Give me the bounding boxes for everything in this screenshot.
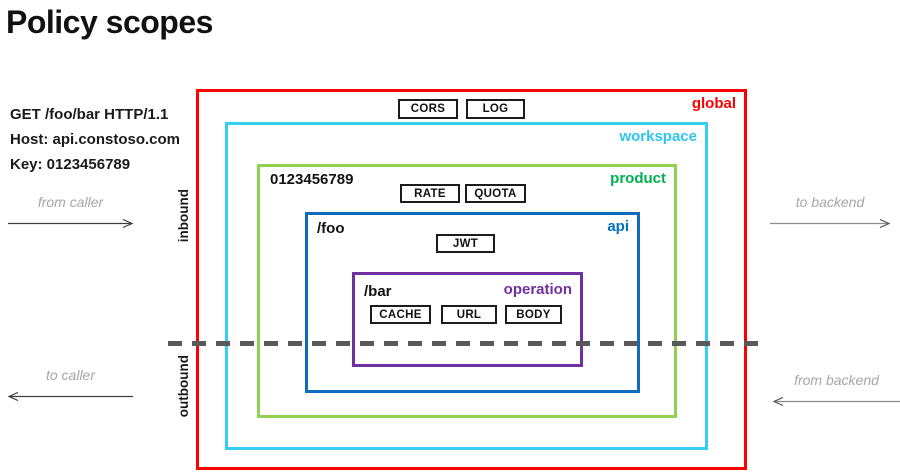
from-caller-label: from caller <box>37 194 104 210</box>
policy-chip-body: BODY <box>505 305 562 324</box>
scope-box-global: global <box>196 89 747 470</box>
operation-path-text: /bar <box>364 283 392 300</box>
request-key: Key: 0123456789 <box>10 156 131 173</box>
policy-chip-log: LOG <box>466 99 525 119</box>
request-line: GET /foo/bar HTTP/1.1 <box>10 106 169 123</box>
http-request-sample: GET /foo/bar HTTP/1.1 Host: api.constoso… <box>10 102 180 177</box>
scope-label-api: api <box>607 218 629 235</box>
policy-chip-jwt: JWT <box>436 234 495 253</box>
flow-to-backend: to backend <box>770 194 890 228</box>
from-backend-label: from backend <box>794 372 879 388</box>
policy-chip-cache: CACHE <box>370 305 431 324</box>
scope-box-workspace: workspace <box>225 122 708 450</box>
flow-from-caller: from caller <box>8 194 133 228</box>
arrow-right-icon <box>8 219 133 228</box>
scope-label-product: product <box>610 170 666 187</box>
api-path-text: /foo <box>317 220 345 237</box>
inbound-outbound-divider <box>168 341 758 346</box>
page-title: Policy scopes <box>6 4 213 40</box>
flow-from-backend: from backend <box>773 372 900 406</box>
scope-label-operation: operation <box>503 281 572 298</box>
scope-box-product: 0123456789 product <box>257 164 677 418</box>
arrow-left-icon <box>8 392 133 401</box>
arrow-right-icon <box>770 219 890 228</box>
policy-chip-cors: CORS <box>398 99 458 119</box>
scope-box-api: /foo api <box>305 212 640 393</box>
to-caller-label: to caller <box>45 367 96 383</box>
scope-label-global: global <box>691 95 736 112</box>
policy-chip-quota: QUOTA <box>465 184 526 203</box>
policy-chip-url: URL <box>441 305 497 324</box>
arrow-left-icon <box>773 397 900 406</box>
scope-box-operation: /bar operation <box>352 272 583 367</box>
request-host: Host: api.constoso.com <box>10 131 181 148</box>
product-key-text: 0123456789 <box>270 171 354 188</box>
flow-to-caller: to caller <box>8 367 133 401</box>
to-backend-label: to backend <box>795 194 865 210</box>
inbound-label: inbound <box>176 189 191 243</box>
scope-label-workspace: workspace <box>619 128 697 145</box>
policy-chip-rate: RATE <box>400 184 460 203</box>
outbound-label: outbound <box>176 355 191 418</box>
